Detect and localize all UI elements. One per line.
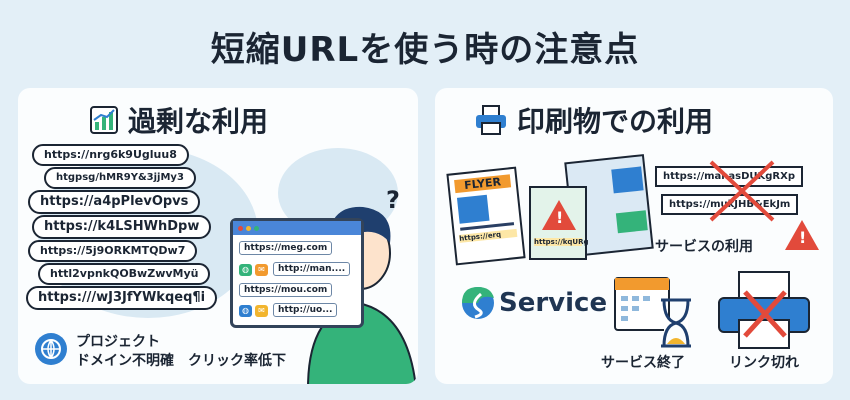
broken-printer-icon: [718, 271, 810, 349]
globe-icon: [35, 333, 67, 365]
flyer-label: FLYER: [454, 174, 512, 194]
service-logo-text: Service: [499, 288, 608, 318]
globe-icon: ◍: [239, 264, 252, 276]
monitor: https://meg.com ◍ ✉ http://man.... https…: [230, 218, 364, 328]
service-logo-icon: [462, 287, 494, 319]
warning-icon: !: [542, 200, 576, 230]
footer-project: プロジェクト: [76, 334, 160, 350]
url-bubble: https://a4pPlevOpvs: [28, 190, 201, 214]
footer-domain-unclear: ドメイン不明確: [76, 353, 174, 369]
footer-ctr-drop: クリック率低下: [188, 353, 286, 369]
overuse-panel: 過剰な利用 https://nrg6k9Ugluu8 htgpsg/hMR9Y&…: [18, 88, 418, 384]
url-bubble: https:///wJ3JfYWkqeq¶i: [26, 286, 218, 310]
url-bubble: httl2vpnkQOBwZwvMyü: [38, 263, 211, 285]
chart-icon: [90, 106, 118, 134]
service-usage-label: サービスの利用: [655, 239, 753, 255]
print-heading-text: 印刷物での利用: [517, 105, 714, 138]
warning-document: ! https://kqURg: [529, 186, 589, 260]
flyer-document: FLYER https://erq: [446, 166, 526, 266]
link-broken-label: リンク切れ: [729, 355, 799, 371]
printer-icon: [476, 105, 506, 135]
cross-mark: [709, 160, 775, 222]
calendar-hourglass-icon: [614, 277, 691, 348]
flyer-url: https://kqURg: [534, 238, 589, 246]
screen-url: http://man....: [273, 262, 351, 276]
warning-icon: !: [785, 220, 819, 250]
screen-url: http://uo...: [273, 303, 338, 317]
overuse-heading: 過剰な利用: [90, 100, 268, 140]
screen-url: https://meg.com: [239, 241, 333, 255]
print-heading: 印刷物での利用: [475, 100, 713, 140]
mail-icon: ✉: [255, 305, 268, 317]
flyer-url: https://erq: [458, 228, 518, 243]
print-panel: 印刷物での利用 FLYER https://erq ! https://kqUR…: [435, 88, 833, 384]
overuse-heading-text: 過剰な利用: [128, 105, 269, 138]
url-bubble: https://k4LSHWhDpw: [32, 215, 212, 239]
mail-icon: ✉: [255, 264, 268, 276]
url-bubble: htgpsg/hMR9Y&3jjMy3: [44, 167, 196, 189]
url-bubble: https://nrg6k9Ugluu8: [32, 144, 189, 166]
question-mark: ?: [386, 186, 400, 214]
screen-url: https://mou.com: [239, 283, 333, 297]
globe-icon: ◍: [239, 305, 252, 317]
service-end-label: サービス終了: [601, 355, 685, 371]
url-bubble: https://5j9ORKMTQDw7: [28, 240, 198, 262]
page-title: 短縮URLを使う時の注意点: [210, 30, 640, 70]
